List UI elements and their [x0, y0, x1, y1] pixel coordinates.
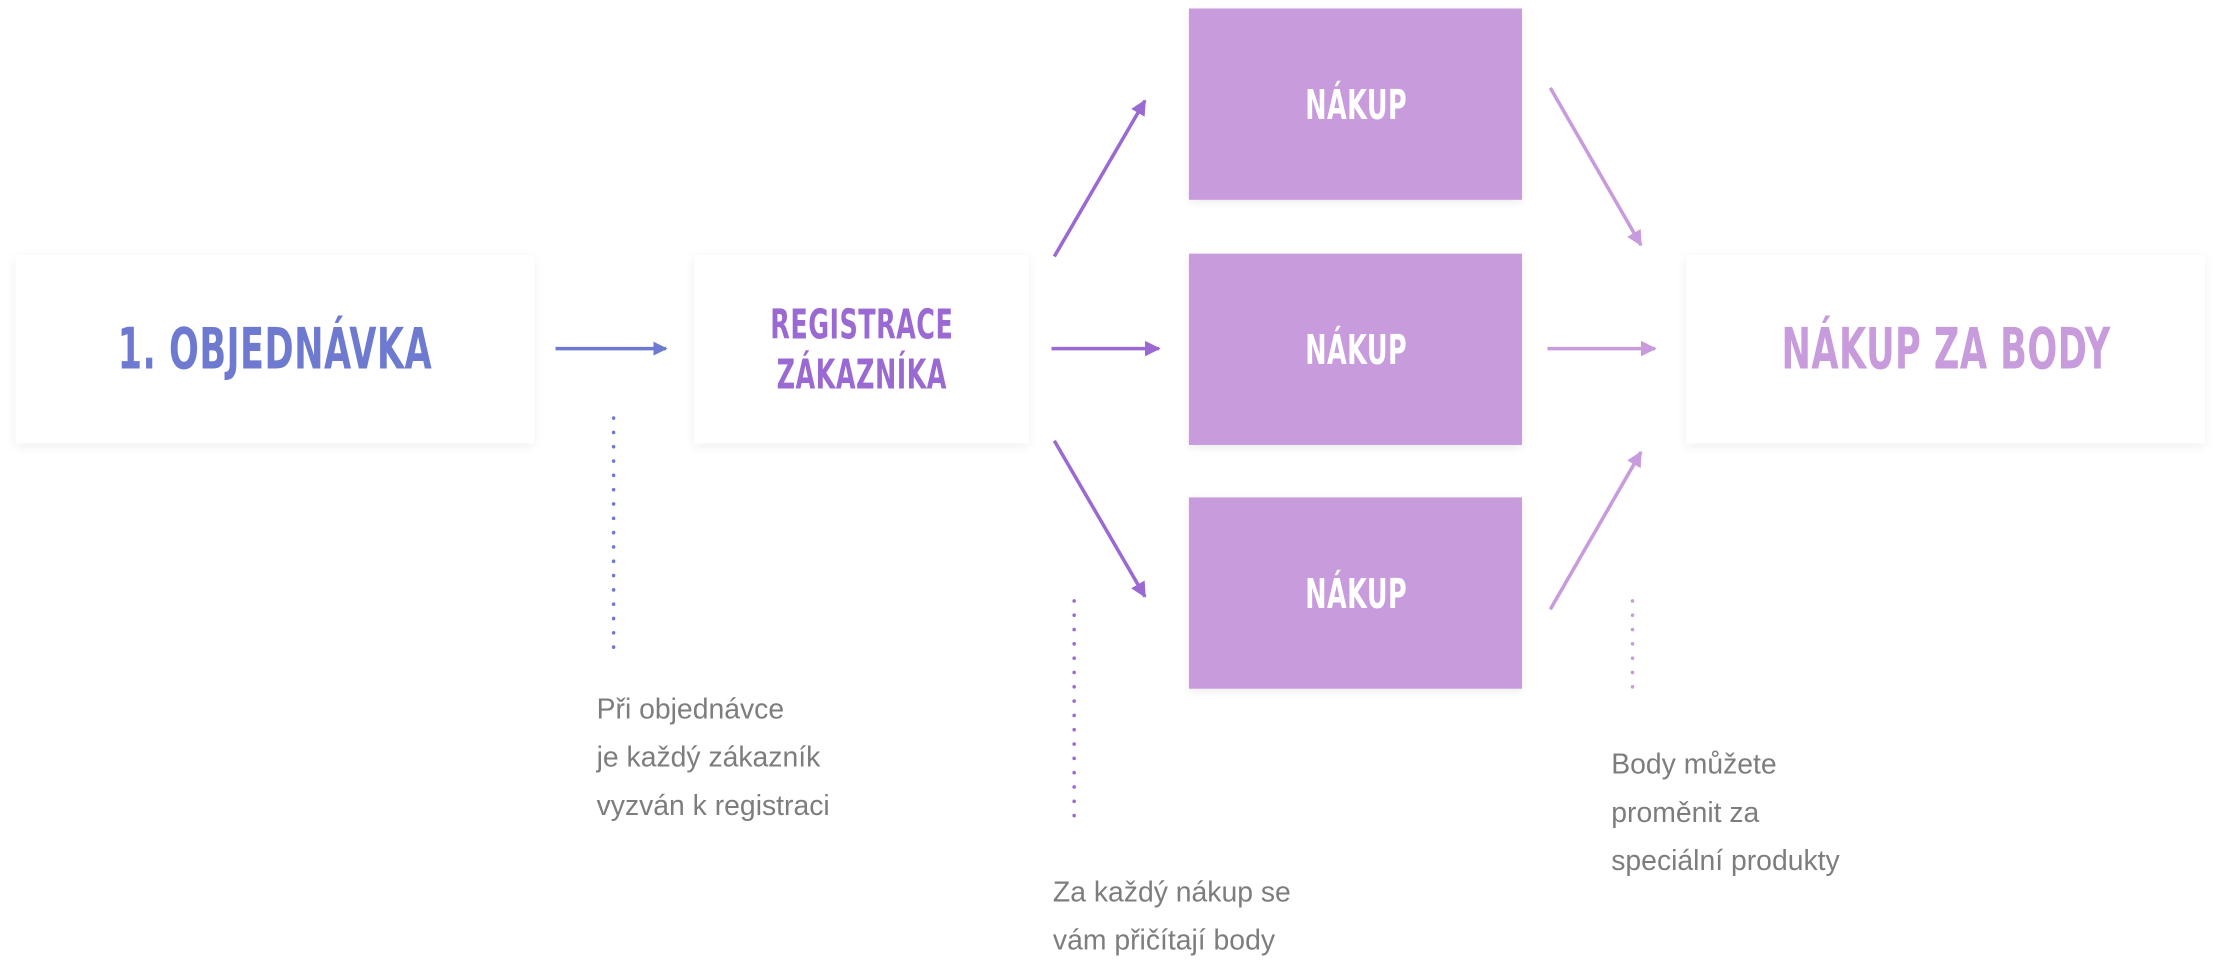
note-purchase-line: Za každý nákup se [1052, 877, 1291, 909]
note-registration-line: Při objednávce [596, 694, 785, 726]
node-registration-line1: REGISTRACE [770, 300, 954, 350]
node-registration-line2: ZÁKAZNÍKA [776, 349, 947, 398]
note-final-line: Body můžete [1611, 749, 1777, 781]
node-purchase-bottom-label: NÁKUP [1304, 568, 1407, 618]
node-order-label: 1. OBJEDNÁVKA [117, 316, 433, 382]
note-final: Body můžete proměnit za speciální produk… [1611, 741, 1839, 886]
node-purchase-top: NÁKUP [1188, 8, 1522, 200]
arrow-purchase-top-to-final [1548, 86, 1643, 247]
arrow-registration-to-purchase-top [1052, 99, 1147, 258]
note-final-line: speciální produkty [1611, 846, 1840, 878]
arrow-registration-to-purchase-bottom [1052, 439, 1147, 598]
note-registration: Při objednávce je každý zákazník vyzván … [597, 686, 830, 831]
arrow-purchase-bottom-to-final [1548, 450, 1643, 611]
node-final: NÁKUP ZA BODY [1686, 255, 2206, 444]
note-registration-line: vyzván k registraci [596, 790, 830, 822]
note-final-line: proměnit za [1611, 797, 1760, 830]
node-purchase-top-label: NÁKUP [1304, 80, 1407, 129]
node-final-label: NÁKUP ZA BODY [1781, 316, 2111, 382]
note-purchase: Za každý nákup se vám přičítají body [1053, 869, 1291, 965]
node-purchase-bottom: NÁKUP [1188, 497, 1522, 689]
node-registration-label: REGISTRACE ZÁKAZNÍKA [770, 301, 953, 398]
note-registration-line: je každý zákazník [596, 742, 821, 774]
node-purchase-middle: NÁKUP [1188, 253, 1522, 445]
node-purchase-middle-label: NÁKUP [1304, 325, 1407, 374]
node-registration: REGISTRACE ZÁKAZNÍKA [694, 255, 1029, 444]
node-order: 1. OBJEDNÁVKA [15, 255, 535, 444]
note-purchase-line: vám přičítají body [1052, 925, 1276, 957]
